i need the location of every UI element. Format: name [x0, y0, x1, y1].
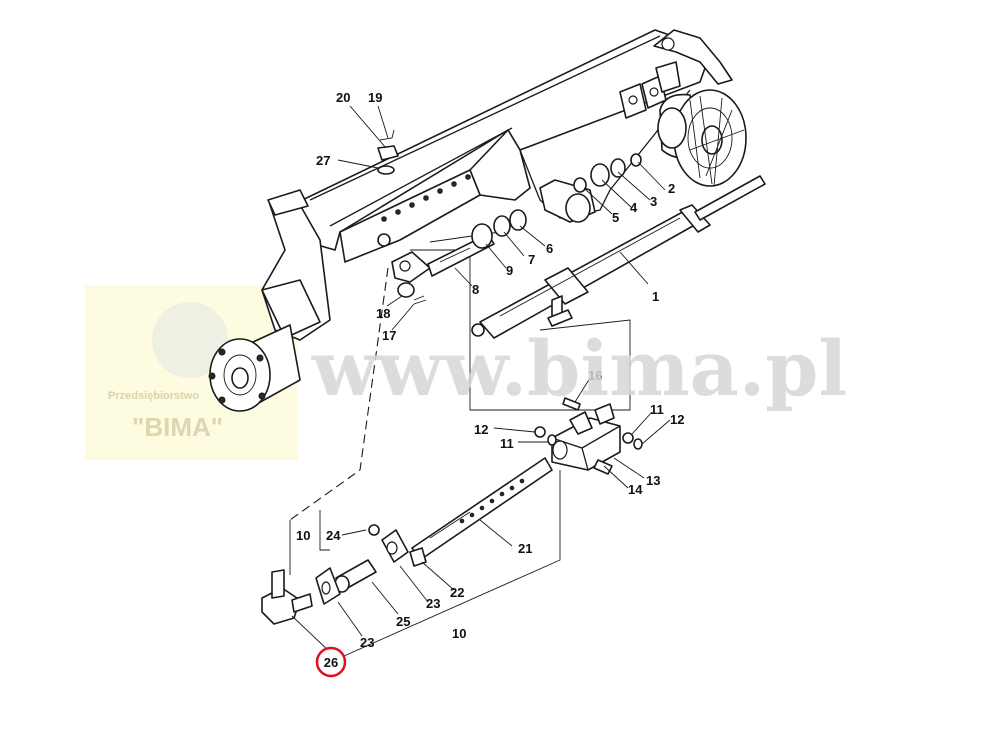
- steering-cylinder: [471, 175, 766, 339]
- callout-23-left: 23: [360, 635, 374, 650]
- callout-12-right: 12: [670, 412, 684, 427]
- callout-12-left: 12: [474, 422, 488, 437]
- callout-labels: 20 19 27 2 3 4 5 6 7 9 8 1 18 17 16 12 1…: [296, 90, 684, 650]
- upper-bolt-stack: [377, 129, 399, 175]
- callout-27: 27: [316, 153, 330, 168]
- watermark-company-line: Przedsiębiorstwo: [108, 390, 199, 402]
- callout-10-lower: 10: [452, 626, 466, 641]
- callout-22: 22: [450, 585, 464, 600]
- callout-1: 1: [652, 289, 659, 304]
- clamp-assembly: [534, 397, 643, 475]
- callout-4: 4: [630, 200, 638, 215]
- callout-9: 9: [506, 263, 513, 278]
- callout-leaders: [291, 105, 671, 653]
- callout-10-bracket: 10: [296, 528, 310, 543]
- callout-2: 2: [668, 181, 675, 196]
- tie-rod-end-assembly: [261, 524, 427, 625]
- callout-11-right: 11: [650, 402, 664, 417]
- callout-21: 21: [518, 541, 532, 556]
- callout-3: 3: [650, 194, 657, 209]
- callout-23-right: 23: [426, 596, 440, 611]
- callout-14: 14: [628, 482, 643, 497]
- watermark-brand: "BIMA": [132, 412, 223, 442]
- callout-26: 26: [324, 655, 338, 670]
- callout-16: 16: [588, 368, 602, 383]
- callout-24: 24: [326, 528, 341, 543]
- tie-rod-upper: [391, 153, 642, 305]
- callout-8: 8: [472, 282, 479, 297]
- callout-19: 19: [368, 90, 382, 105]
- watermark-url: www.bima.pl: [311, 324, 847, 413]
- callout-25: 25: [396, 614, 410, 629]
- callout-6: 6: [546, 241, 553, 256]
- callout-7: 7: [528, 252, 535, 267]
- callout-11-left: 11: [500, 436, 514, 451]
- callout-20: 20: [336, 90, 350, 105]
- callout-17: 17: [382, 328, 396, 343]
- highlighted-callout-26[interactable]: 26: [315, 646, 347, 678]
- callout-5: 5: [612, 210, 619, 225]
- callout-13: 13: [646, 473, 660, 488]
- beam-holes: [381, 174, 471, 222]
- callout-18: 18: [376, 306, 390, 321]
